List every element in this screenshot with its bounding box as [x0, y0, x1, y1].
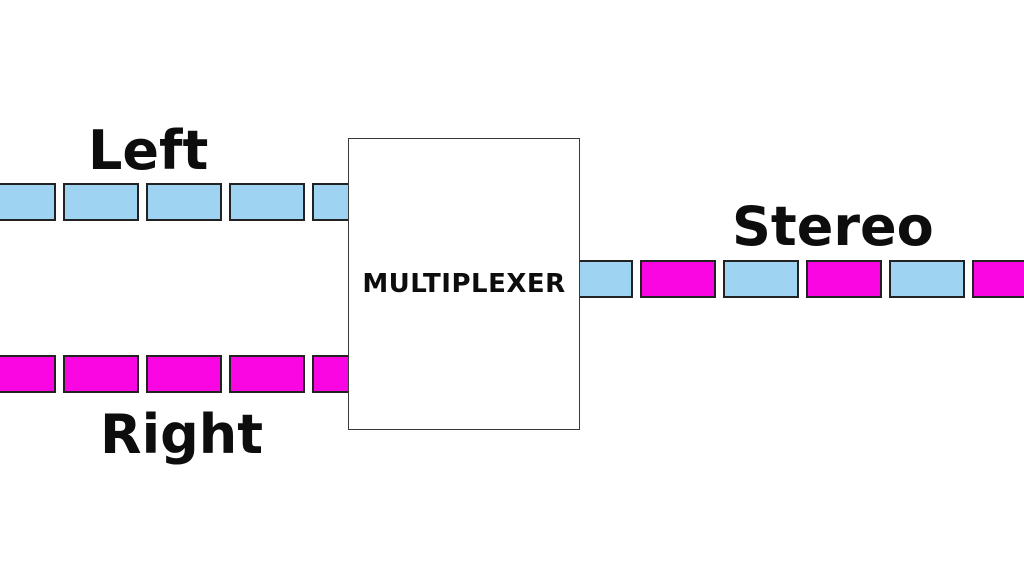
- magenta-sample-block: [0, 355, 56, 393]
- magenta-sample-block: [806, 260, 882, 298]
- blue-sample-block: [63, 183, 139, 221]
- left-channel-label: Left: [88, 119, 209, 182]
- multiplexer-label: MULTIPLEXER: [362, 269, 566, 299]
- magenta-sample-block: [972, 260, 1024, 298]
- magenta-sample-block: [63, 355, 139, 393]
- right-channel-blocks: [0, 355, 388, 393]
- left-channel-blocks: [0, 183, 388, 221]
- blue-sample-block: [0, 183, 56, 221]
- blue-sample-block: [889, 260, 965, 298]
- blue-sample-block: [146, 183, 222, 221]
- stereo-output-label: Stereo: [732, 195, 934, 258]
- blue-sample-block: [229, 183, 305, 221]
- magenta-sample-block: [146, 355, 222, 393]
- multiplexer-box: MULTIPLEXER: [348, 138, 580, 430]
- magenta-sample-block: [640, 260, 716, 298]
- blue-sample-block: [723, 260, 799, 298]
- magenta-sample-block: [229, 355, 305, 393]
- stereo-output-blocks: [557, 260, 1024, 298]
- right-channel-label: Right: [100, 403, 264, 466]
